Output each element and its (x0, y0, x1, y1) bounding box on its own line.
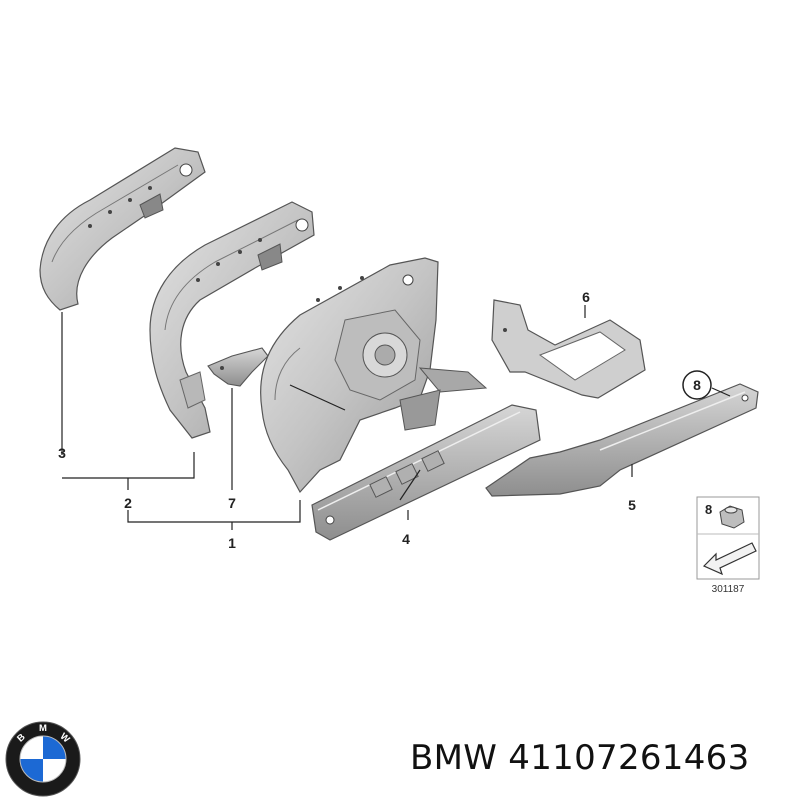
part-7-bracket (207, 347, 269, 387)
part-5-extension-rail (485, 383, 759, 497)
logo-letter-m: M (39, 723, 47, 734)
arrow-icon (702, 542, 757, 576)
part-3-wheel-arch-rail (39, 147, 206, 311)
callout-8-circled: 8 (682, 370, 712, 400)
part-1-wheelhouse-assembly (260, 257, 488, 494)
legend-part-number: 8 (705, 502, 712, 517)
nut-icon (719, 505, 745, 529)
callout-6: 6 (582, 289, 590, 305)
callout-2: 2 (124, 495, 132, 511)
bmw-logo: B M W (5, 721, 81, 797)
callout-1: 1 (228, 535, 236, 551)
callout-7: 7 (228, 495, 236, 511)
callout-4: 4 (402, 531, 410, 547)
legend-box: 8 301187 (696, 496, 760, 595)
callout-3: 3 (58, 445, 66, 461)
part-number-caption: BMW 41107261463 (410, 738, 750, 778)
callout-5: 5 (628, 497, 636, 513)
part-2-wheelhouse-rail (149, 201, 315, 439)
part-4-lower-rail (311, 404, 541, 541)
leader-lines (61, 305, 731, 530)
callout-8: 8 (693, 377, 701, 393)
diagram-code: 301187 (712, 584, 745, 595)
part-6-bracket-frame (491, 299, 646, 399)
